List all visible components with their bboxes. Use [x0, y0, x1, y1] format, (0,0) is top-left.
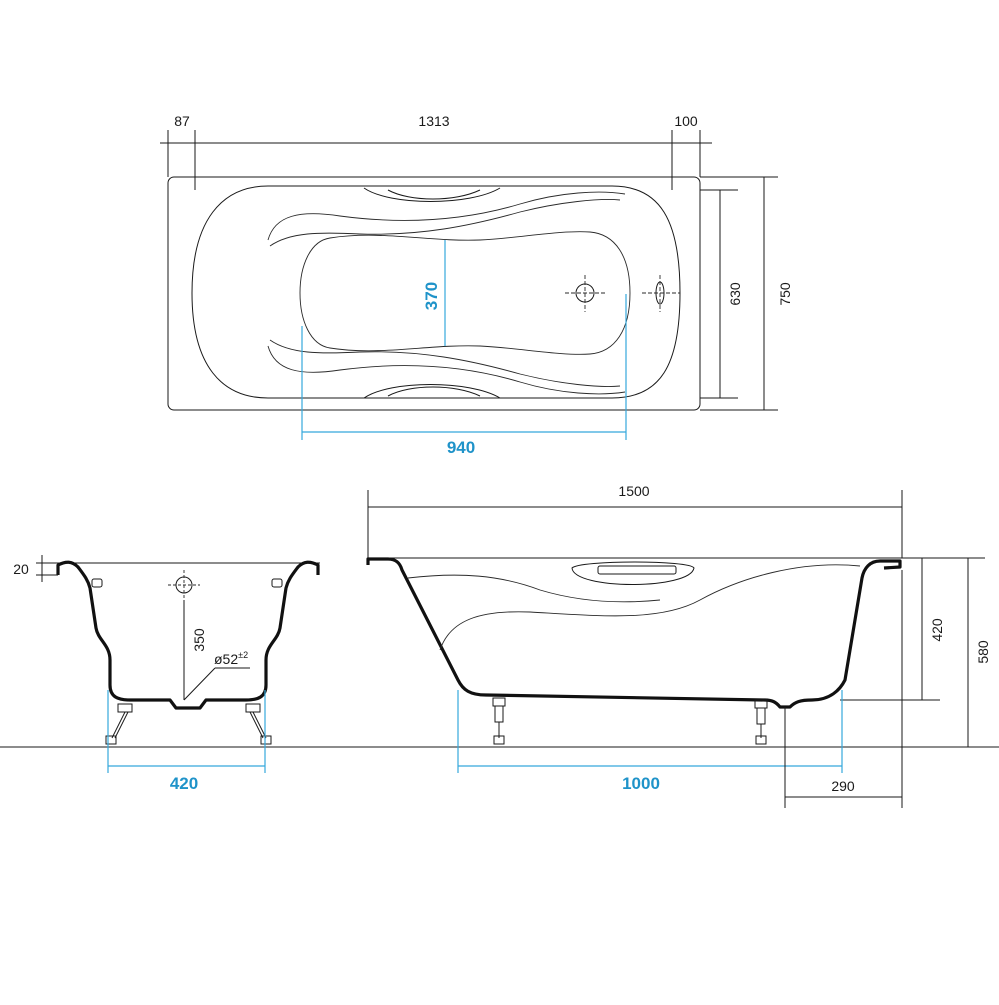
dim-420-depth: 420	[929, 618, 945, 642]
top-view: 87 1313 100 630 750 370 940	[160, 113, 793, 457]
top-view-overflow	[642, 275, 680, 312]
top-view-inner-basin	[191, 185, 681, 399]
dim-87: 87	[174, 113, 190, 129]
dim-350: 350	[191, 628, 207, 652]
dim-1500: 1500	[618, 483, 649, 499]
dim-750: 750	[777, 282, 793, 306]
dim-370: 370	[422, 282, 441, 310]
dim-drain: ø52±2	[214, 650, 248, 667]
top-view-handle-top	[363, 187, 501, 202]
top-view-handle-bottom	[363, 384, 501, 399]
end-view-overflow	[168, 570, 200, 600]
top-view-drain	[565, 275, 605, 312]
side-view: 1500 420 580	[366, 483, 991, 808]
side-view-handle	[571, 561, 695, 585]
dim-940: 940	[447, 438, 475, 457]
dim-100: 100	[674, 113, 698, 129]
dim-290: 290	[831, 778, 855, 794]
top-view-floor	[299, 231, 631, 355]
side-view-section	[366, 557, 902, 709]
dim-20: 20	[13, 561, 29, 577]
dim-630: 630	[727, 282, 743, 306]
dim-420-feet: 420	[170, 774, 198, 793]
end-view-section	[56, 560, 320, 710]
side-view-foot-right	[754, 699, 768, 745]
end-view-foot-left	[105, 703, 133, 745]
dim-580: 580	[975, 640, 991, 664]
top-view-armrest-upper	[267, 191, 626, 241]
side-view-swoosh-upper	[407, 574, 661, 603]
dim-1313: 1313	[418, 113, 449, 129]
top-view-armrest-lower-inner	[269, 339, 621, 387]
side-view-swoosh	[439, 564, 861, 651]
end-view: 350 ø52±2 20 420	[13, 555, 320, 793]
top-view-outer-rim	[167, 176, 701, 411]
end-view-foot-right	[245, 703, 272, 745]
top-view-armrest-lower	[267, 345, 626, 395]
side-view-foot-left	[492, 697, 506, 745]
dim-1000: 1000	[622, 774, 660, 793]
top-view-armrest-upper-inner	[269, 199, 621, 247]
